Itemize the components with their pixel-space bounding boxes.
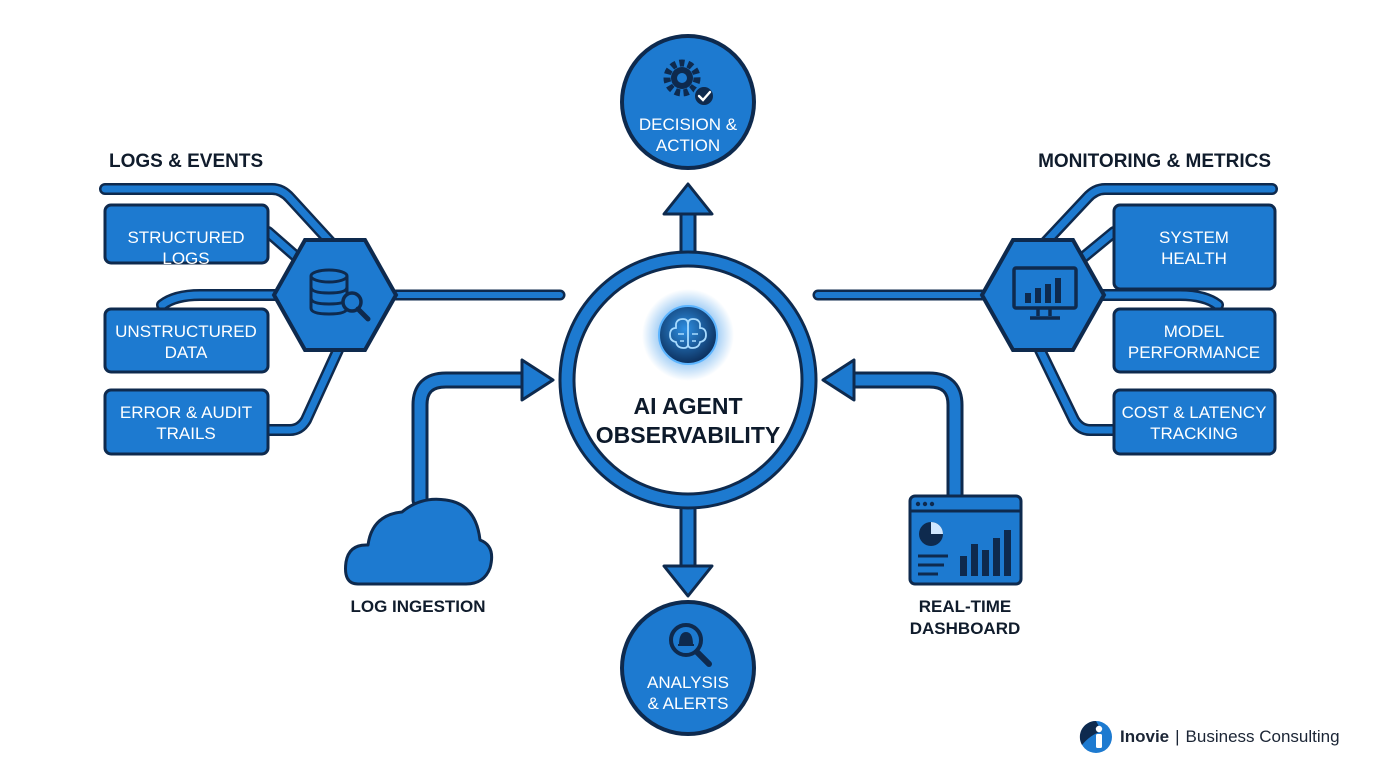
- left-hub: [271, 238, 399, 352]
- arrowhead-right-in: [821, 358, 856, 402]
- brand-tagline: Business Consulting: [1185, 727, 1340, 746]
- brand-footer: Inovie | Business Consulting: [1078, 718, 1340, 756]
- bell-search-icon: [669, 623, 712, 667]
- decision-action-node: DECISION & ACTION: [620, 34, 756, 170]
- log-ingestion-node: LOG INGESTION: [344, 497, 494, 616]
- decision-line2: ACTION: [656, 136, 720, 155]
- dashboard-node: REAL-TIME DASHBOARD: [908, 494, 1023, 638]
- inovie-logo-icon: [1079, 720, 1112, 753]
- right-item-3-line2: TRACKING: [1150, 424, 1238, 443]
- left-group-heading: LOGS & EVENTS: [109, 151, 263, 172]
- right-item-2-line2: PERFORMANCE: [1128, 343, 1260, 362]
- right-item-cost-latency: COST & LATENCY TRACKING: [1112, 388, 1277, 456]
- log-ingestion-label: LOG INGESTION: [350, 597, 485, 616]
- dashboard-line1: REAL-TIME: [919, 597, 1012, 616]
- cloud-icon: [344, 497, 494, 586]
- left-item-3-line2: TRAILS: [156, 424, 216, 443]
- left-item-error-audit-trails: ERROR & AUDIT TRAILS: [103, 388, 270, 456]
- left-connectors: [99, 183, 344, 436]
- left-item-2-line2: DATA: [165, 343, 208, 362]
- left-item-2-line1: UNSTRUCTURED: [115, 322, 257, 341]
- right-item-2-line1: MODEL: [1164, 322, 1224, 341]
- database-search-icon: [309, 268, 371, 322]
- left-item-1-line2: LOGS: [162, 249, 209, 268]
- left-item-1-line1: STRUCTURED: [127, 228, 244, 247]
- center-title-line2: OBSERVABILITY: [596, 422, 780, 448]
- right-item-model-performance: MODEL PERFORMANCE: [1112, 307, 1277, 374]
- arrowhead-left-in: [520, 358, 555, 402]
- arrowhead-up: [662, 182, 714, 216]
- brain-icon: [658, 305, 718, 365]
- right-item-1-line2: HEALTH: [1161, 249, 1227, 268]
- center-title-line1: AI AGENT: [633, 393, 742, 419]
- right-item-1-line1: SYSTEM: [1159, 228, 1229, 247]
- center-node: AI AGENT OBSERVABILITY: [558, 250, 818, 510]
- right-item-system-health: SYSTEM HEALTH: [1112, 203, 1277, 291]
- dashboard-icon: [908, 494, 1023, 586]
- right-connectors: [1034, 183, 1278, 436]
- left-item-structured-logs: STRUCTURED LOGS: [103, 203, 270, 268]
- monitor-chart-icon: [1012, 266, 1078, 320]
- analysis-line1: ANALYSIS: [647, 673, 729, 692]
- left-item-unstructured-data: UNSTRUCTURED DATA: [103, 307, 270, 374]
- dashboard-line2: DASHBOARD: [910, 619, 1021, 638]
- left-item-3-line1: ERROR & AUDIT: [120, 403, 252, 422]
- right-hub: [979, 238, 1107, 352]
- brand-name: Inovie: [1120, 727, 1170, 746]
- decision-line1: DECISION &: [639, 115, 738, 134]
- right-group-heading: MONITORING & METRICS: [1038, 151, 1271, 172]
- analysis-line2: & ALERTS: [648, 694, 729, 713]
- arrowhead-down: [662, 564, 714, 598]
- analysis-alerts-node: ANALYSIS & ALERTS: [620, 600, 756, 736]
- right-item-3-line1: COST & LATENCY: [1122, 403, 1267, 422]
- brand-separator: |: [1175, 727, 1180, 746]
- gear-check-icon: [663, 59, 715, 107]
